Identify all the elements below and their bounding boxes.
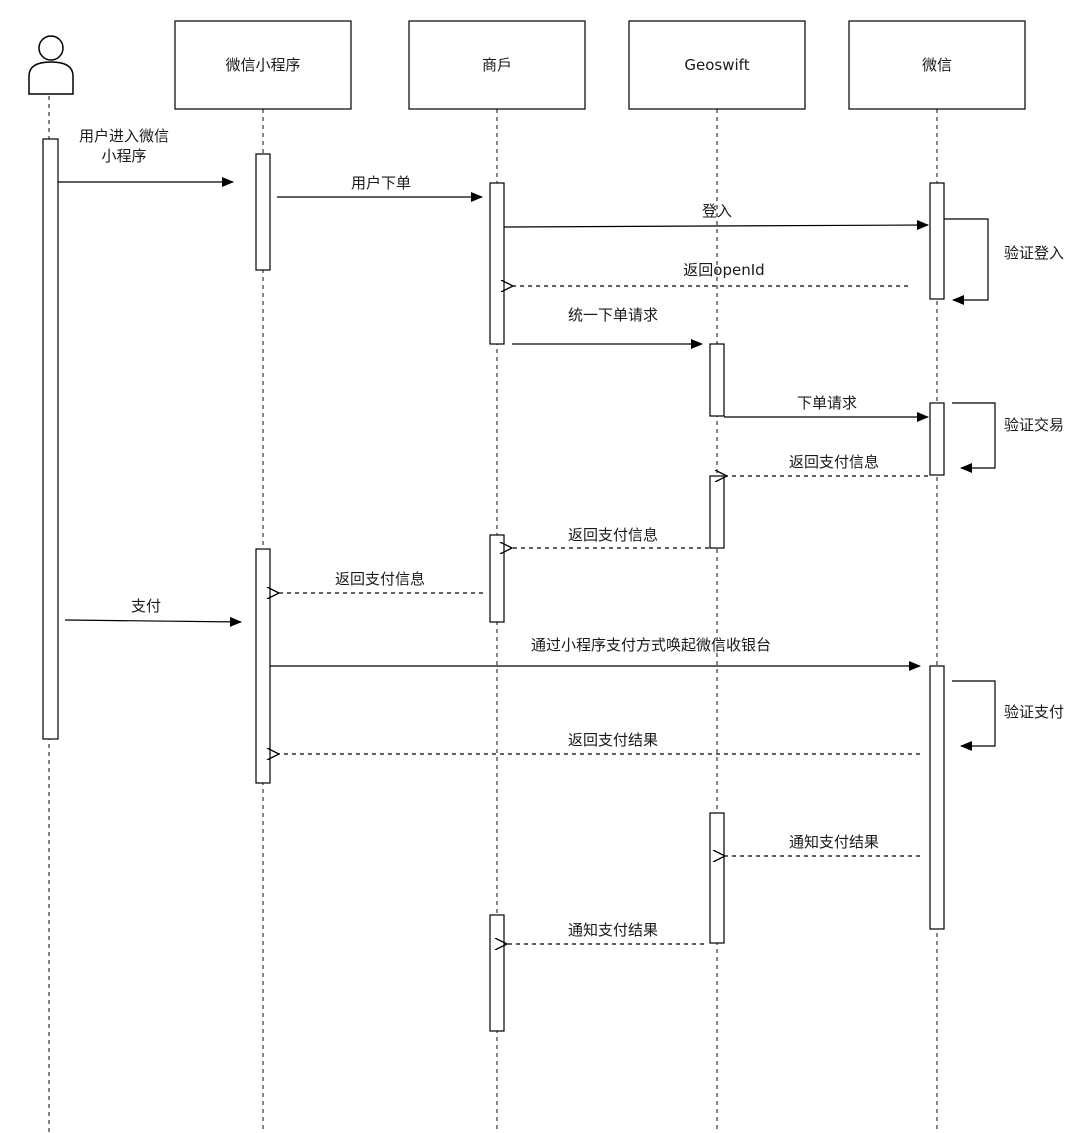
participant-geoswift: Geoswift [628,20,806,110]
participant-geoswift-label: Geoswift [684,56,749,74]
message-label-m8: 验证交易 [1004,416,1064,434]
message-label-m14: 验证支付 [1004,703,1064,721]
activation-merchant-2 [489,534,505,623]
activation-merchant-1 [489,182,505,345]
activation-geoswift-2 [709,475,725,549]
participant-miniprogram: 微信小程序 [174,20,352,110]
activation-wechat-3 [929,665,945,930]
arrow-m4 [944,218,989,305]
activation-merchant-3 [489,914,505,1032]
participant-miniprogram-label: 微信小程序 [225,56,300,74]
message-label-m10: 返回支付信息 [568,526,658,544]
arrow-m12 [64,616,242,627]
message-labels: 用户进入微信 小程序 用户下单 登入 验证登入 返回openId 统一下单请求 … [79,127,1064,939]
activation-geoswift-1 [709,343,725,417]
message-label-m16: 通知支付结果 [789,833,879,851]
message-label-m11: 返回支付信息 [335,570,425,588]
message-label-m5: 返回openId [683,261,764,279]
message-label-m1: 用户进入微信 [79,127,169,145]
activation-miniprogram-1 [255,153,271,271]
message-label-m3: 登入 [702,202,732,220]
message-label-m13: 通过小程序支付方式唤起微信收银台 [531,636,771,654]
message-label-m7: 下单请求 [797,394,857,412]
message-label-m17: 通知支付结果 [568,921,658,939]
activation-wechat-1 [929,182,945,300]
message-label-m4: 验证登入 [1004,244,1064,262]
arrows [58,177,996,944]
activation-geoswift-3 [709,812,725,944]
arrow-m14 [952,680,996,751]
activations [42,138,945,1032]
participant-wechat: 微信 [848,20,1026,110]
participant-wechat-label: 微信 [922,56,952,74]
activation-user [42,138,59,740]
message-label-m12: 支付 [131,597,161,615]
message-label-m1: 小程序 [101,147,146,165]
activation-wechat-2 [929,402,945,476]
arrow-m8 [952,402,996,473]
participant-merchant-label: 商戶 [482,56,512,74]
message-label-m15: 返回支付结果 [568,731,658,749]
message-label-m6: 统一下单请求 [568,306,658,324]
activation-miniprogram-2 [255,548,271,784]
message-label-m2: 用户下单 [351,174,411,192]
user-icon [28,35,74,95]
message-label-m9: 返回支付信息 [789,453,879,471]
participant-merchant: 商戶 [408,20,586,110]
arrow-m3 [503,220,929,231]
